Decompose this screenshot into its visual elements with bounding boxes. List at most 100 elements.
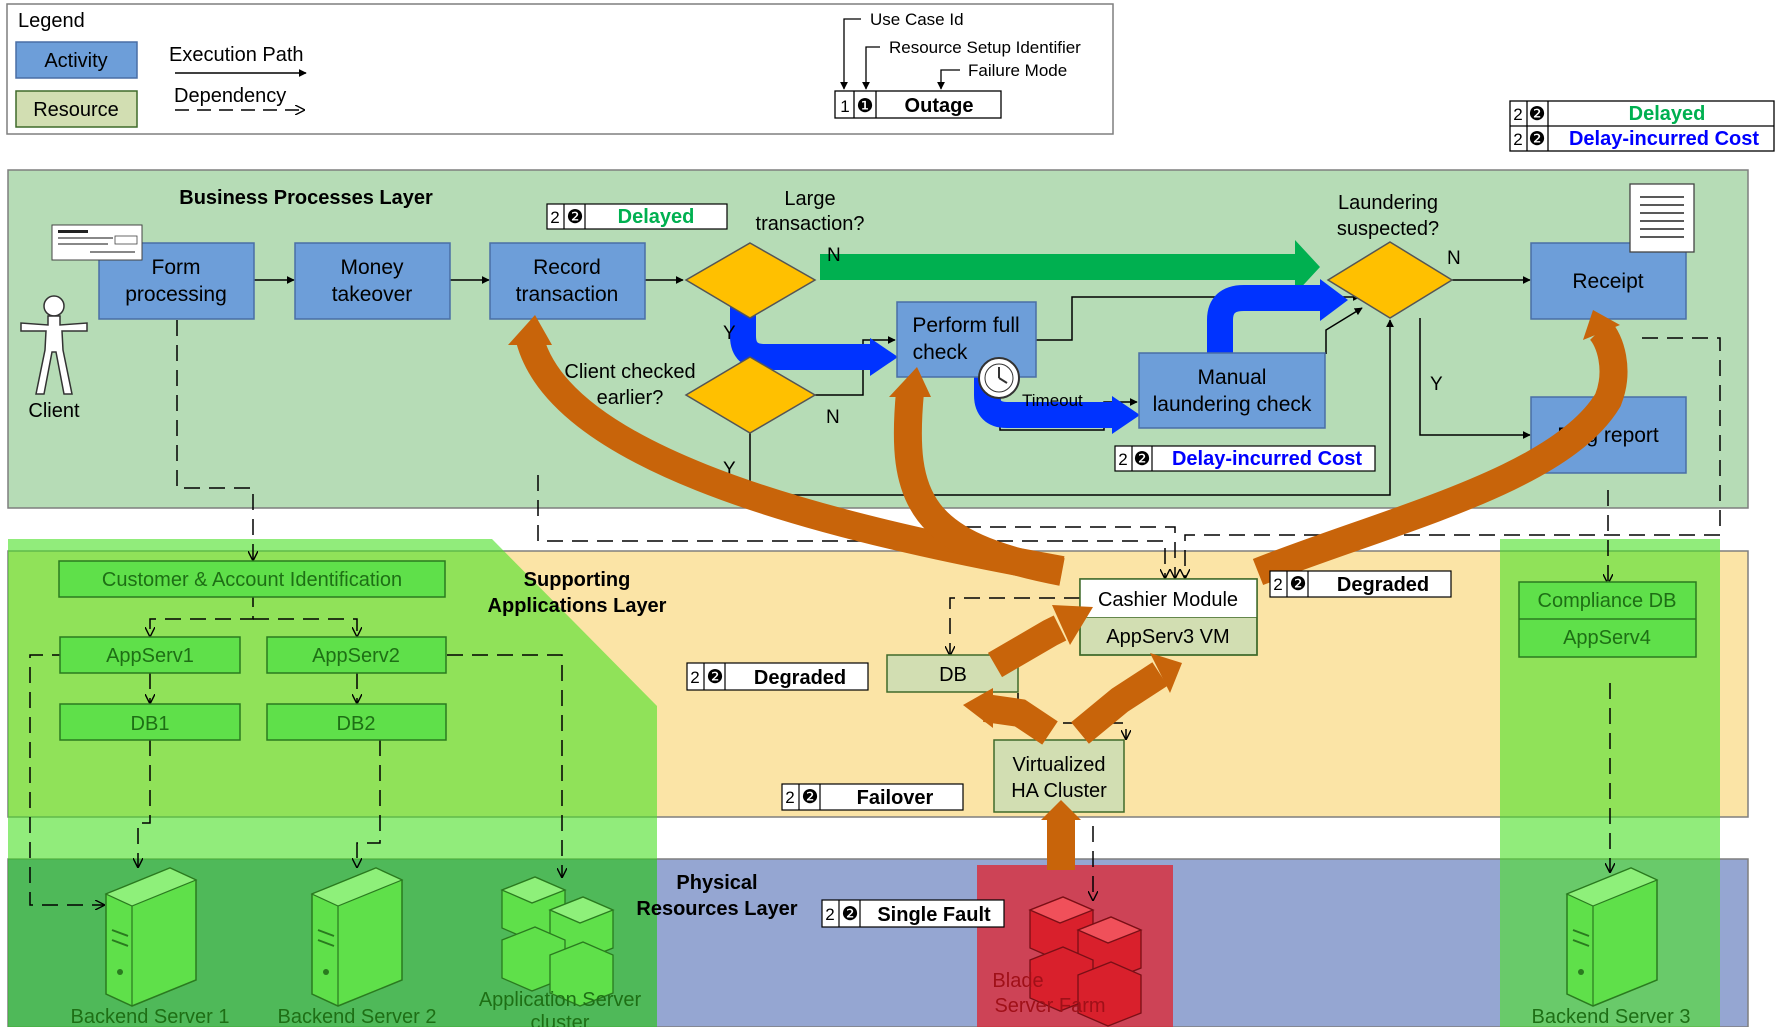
branch-label-laundering-n: N — [1447, 248, 1461, 269]
timer-icon — [978, 357, 1020, 399]
svg-text:AppServ2: AppServ2 — [312, 645, 400, 667]
legend-setup-leader — [862, 46, 880, 90]
legend-execution-label: Execution Path — [169, 44, 304, 66]
legend-activity-label: Activity — [44, 50, 107, 72]
svg-text:DB2: DB2 — [337, 713, 376, 735]
cheque-icon — [51, 224, 143, 261]
legend-id-leader — [840, 18, 861, 90]
app-server-cluster-label-1: Application Server — [479, 989, 642, 1011]
normal-path-arrow — [820, 240, 1320, 294]
svg-text:DB1: DB1 — [131, 713, 170, 735]
svg-text:takeover: takeover — [332, 283, 413, 306]
server-icon-backend2 — [310, 867, 404, 1007]
key-delayed-id: 2 — [1513, 105, 1522, 124]
svg-text:❷: ❷ — [841, 904, 858, 925]
svg-text:❷: ❷ — [1133, 449, 1150, 470]
svg-text:Receipt: Receipt — [1572, 270, 1643, 293]
app-compliance-db: Compliance DB AppServ4 — [1518, 581, 1697, 658]
app-server-cluster-label-2: cluster — [531, 1012, 590, 1027]
svg-text:❷: ❷ — [706, 667, 723, 688]
key-cost-setup: ❷ — [1528, 129, 1545, 150]
delay-arrowheads — [870, 279, 1348, 434]
svg-text:2: 2 — [1273, 575, 1282, 594]
branch-label-laundering-y: Y — [1430, 374, 1443, 395]
propagation-arrows — [516, 320, 1628, 870]
legend-example-setup: ❶ — [856, 96, 873, 117]
svg-text:2: 2 — [690, 668, 699, 687]
activity-money-takeover: Money takeover — [294, 242, 451, 320]
key-delayed-setup: ❷ — [1528, 104, 1545, 125]
app-ha-cluster: Virtualized HA Cluster — [993, 739, 1125, 813]
legend-title: Legend — [18, 10, 85, 32]
key-cost-id: 2 — [1513, 130, 1522, 149]
blade-server-icon — [1028, 896, 1143, 1027]
svg-text:laundering check: laundering check — [1153, 393, 1312, 416]
svg-text:processing: processing — [125, 283, 227, 306]
decision-large-label-2: transaction? — [756, 213, 865, 235]
propagation-arrowheads — [508, 310, 1620, 820]
app-db2: DB2 — [266, 703, 447, 741]
tag-blade-single-fault: 2 ❷ Single Fault — [821, 899, 1005, 928]
app-customer-account-identification: Customer & Account Identification — [58, 560, 446, 598]
app-cashier-module: Cashier Module AppServ3 VM — [1079, 578, 1258, 656]
client-label: Client — [28, 400, 80, 422]
physical-layer-title-1: Physical — [676, 872, 757, 894]
applications-layer-title-1: Supporting — [524, 569, 631, 591]
key-cost-label: Delay-incurred Cost — [1569, 128, 1759, 150]
business-layer-title: Business Processes Layer — [179, 187, 433, 209]
svg-text:Money: Money — [340, 256, 404, 279]
svg-text:Perform full: Perform full — [912, 314, 1019, 337]
svg-text:❷: ❷ — [801, 787, 818, 808]
decision-client-checked — [684, 356, 817, 434]
branch-label-client-n: N — [826, 407, 840, 428]
backend-server-2-label: Backend Server 2 — [278, 1006, 437, 1027]
svg-text:2: 2 — [785, 788, 794, 807]
legend-mode-leader — [937, 69, 960, 90]
timeout-label: Timeout — [1022, 391, 1083, 410]
business-layer — [7, 169, 1749, 509]
activity-receipt: Receipt — [1530, 242, 1687, 320]
decision-laundering-label-1: Laundering — [1338, 192, 1438, 214]
tag-record-delayed: 2 ❷ Delayed — [546, 203, 728, 230]
svg-text:DB: DB — [939, 664, 967, 686]
svg-text:Cashier Module: Cashier Module — [1098, 589, 1238, 611]
svg-text:Delayed: Delayed — [618, 206, 695, 228]
svg-text:Failover: Failover — [857, 787, 934, 809]
svg-text:AppServ1: AppServ1 — [106, 645, 194, 667]
legend-use-case-id: Use Case Id — [870, 10, 964, 29]
activity-record-transaction: Record transaction — [489, 242, 646, 320]
physical-layer-title-2: Resources Layer — [636, 898, 797, 920]
svg-text:check: check — [913, 341, 968, 364]
svg-text:Form: Form — [152, 256, 201, 279]
server-icon-backend1 — [104, 867, 198, 1007]
legend-activity-swatch — [15, 41, 138, 79]
legend: Legend Activity Resource Execution Path … — [6, 3, 1114, 135]
app-appserv1: AppServ1 — [59, 636, 241, 674]
client-actor: Client — [20, 295, 88, 422]
svg-text:❷: ❷ — [566, 207, 583, 228]
document-icon — [1629, 183, 1695, 253]
legend-resource-swatch — [15, 90, 138, 128]
svg-text:❷: ❷ — [1289, 574, 1306, 595]
svg-text:Single Fault: Single Fault — [877, 904, 991, 926]
legend-dependency-label: Dependency — [174, 85, 286, 107]
branch-label-large-y: Y — [723, 323, 736, 344]
app-db1: DB1 — [59, 703, 241, 741]
tag-cashier-degraded: 2 ❷ Degraded — [1269, 570, 1452, 598]
backend-server-3-label: Backend Server 3 — [1532, 1006, 1691, 1027]
svg-text:transaction: transaction — [516, 283, 619, 306]
svg-text:Customer & Account Identificat: Customer & Account Identification — [102, 569, 402, 591]
legend-failure-mode: Failure Mode — [968, 61, 1067, 80]
svg-text:Manual: Manual — [1198, 366, 1267, 389]
tag-db-degraded: 2 ❷ Degraded — [686, 662, 869, 691]
svg-text:AppServ3 VM: AppServ3 VM — [1106, 626, 1229, 648]
applications-layer-title-2: Applications Layer — [488, 595, 667, 617]
blade-server-farm-label-1: Blade — [992, 970, 1043, 992]
svg-text:Degraded: Degraded — [1337, 574, 1429, 596]
branch-label-large-n: N — [827, 245, 841, 266]
legend-setup-identifier: Resource Setup Identifier — [889, 38, 1081, 57]
key-delayed-label: Delayed — [1629, 103, 1706, 125]
svg-text:Degraded: Degraded — [754, 667, 846, 689]
svg-text:Compliance DB: Compliance DB — [1538, 590, 1677, 612]
